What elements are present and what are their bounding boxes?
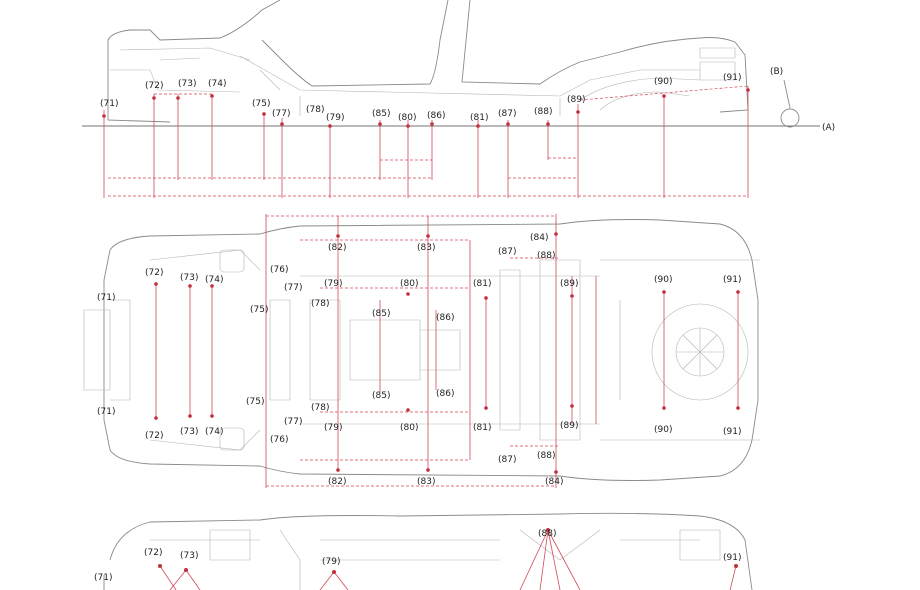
bottom-body-detail <box>150 529 721 590</box>
top-label: (74) <box>205 275 223 285</box>
side-body-outline <box>107 0 749 123</box>
top-label: (79) <box>324 423 342 433</box>
top-label: (72) <box>145 431 163 441</box>
top-label: (84) <box>530 233 548 243</box>
top-label: (82) <box>328 243 346 253</box>
top-label: (80) <box>400 423 418 433</box>
bottom-label: (79) <box>322 557 340 567</box>
bottom-label: (73) <box>180 551 198 561</box>
top-body-outline <box>103 219 759 481</box>
top-measure-points <box>154 232 740 474</box>
top-label: (75) <box>246 397 264 407</box>
bottom-label: (91) <box>723 553 741 563</box>
top-label: (75) <box>250 305 268 315</box>
side-label: (74) <box>208 79 226 89</box>
side-label: (73) <box>178 79 196 89</box>
top-label: (76) <box>270 435 288 445</box>
top-label: (82) <box>328 477 346 487</box>
top-label: (73) <box>180 427 198 437</box>
bottom-label: (71) <box>94 573 112 583</box>
side-label: (88) <box>534 107 552 117</box>
bottom-label: (72) <box>144 548 162 558</box>
top-label: (90) <box>654 275 672 285</box>
spare-wheel-well <box>651 303 749 401</box>
side-body-detail <box>110 47 736 116</box>
top-label: (84) <box>545 477 563 487</box>
top-label: (71) <box>97 407 115 417</box>
side-dimension-lines <box>103 85 749 198</box>
top-label: (89) <box>560 279 578 289</box>
side-label: (71) <box>100 99 118 109</box>
top-label: (91) <box>723 275 741 285</box>
top-label: (72) <box>145 268 163 278</box>
bottom-body-outline <box>103 512 753 590</box>
detail-b-leader <box>783 79 791 109</box>
top-label: (73) <box>180 273 198 283</box>
front-tank-upper <box>219 249 245 273</box>
side-label: (91) <box>723 73 741 83</box>
detail-b-marker <box>780 108 800 128</box>
side-measure-points <box>102 88 750 128</box>
top-label: (81) <box>473 279 491 289</box>
top-label: (88) <box>537 451 555 461</box>
bottom-dimension-lines <box>159 529 737 590</box>
side-label: (87) <box>498 109 516 119</box>
detail-label-b: (B) <box>770 67 783 77</box>
top-label: (81) <box>473 423 491 433</box>
side-label: (80) <box>398 113 416 123</box>
side-label: (77) <box>272 109 290 119</box>
top-label: (85) <box>372 309 390 319</box>
side-label: (79) <box>326 113 344 123</box>
side-label: (72) <box>145 81 163 91</box>
top-label: (77) <box>284 283 302 293</box>
top-label: (77) <box>284 417 302 427</box>
top-label: (89) <box>560 421 578 431</box>
side-label: (81) <box>470 113 488 123</box>
top-label: (78) <box>311 299 329 309</box>
side-label: (89) <box>567 95 585 105</box>
side-label: (75) <box>252 99 270 109</box>
top-label: (80) <box>400 279 418 289</box>
top-label: (78) <box>311 403 329 413</box>
top-label: (88) <box>537 251 555 261</box>
side-label: (78) <box>306 105 324 115</box>
top-label: (85) <box>372 391 390 401</box>
bottom-measure-points <box>158 528 738 574</box>
top-label: (90) <box>654 425 672 435</box>
top-label: (91) <box>723 427 741 437</box>
top-label: (79) <box>324 279 342 289</box>
side-view: (A) (B) <box>82 0 835 198</box>
top-dimension-lines <box>155 214 739 488</box>
top-label: (83) <box>417 477 435 487</box>
bottom-view: (88) (72) (73) (79) (91) (71) <box>94 512 753 590</box>
top-view: (82) (83) (84) (72) (73) (74) (71) (76) … <box>83 214 760 488</box>
top-label: (86) <box>436 313 454 323</box>
bottom-label: (88) <box>538 529 556 539</box>
top-label: (76) <box>270 265 288 275</box>
side-label: (90) <box>654 77 672 87</box>
top-label: (71) <box>97 293 115 303</box>
top-label: (87) <box>498 455 516 465</box>
datum-label-a: (A) <box>822 123 835 133</box>
side-label: (86) <box>427 111 445 121</box>
top-label: (83) <box>417 243 435 253</box>
front-tank-lower <box>219 427 245 451</box>
top-label: (74) <box>205 427 223 437</box>
top-label: (86) <box>436 389 454 399</box>
top-label: (87) <box>498 247 516 257</box>
side-label: (85) <box>372 109 390 119</box>
